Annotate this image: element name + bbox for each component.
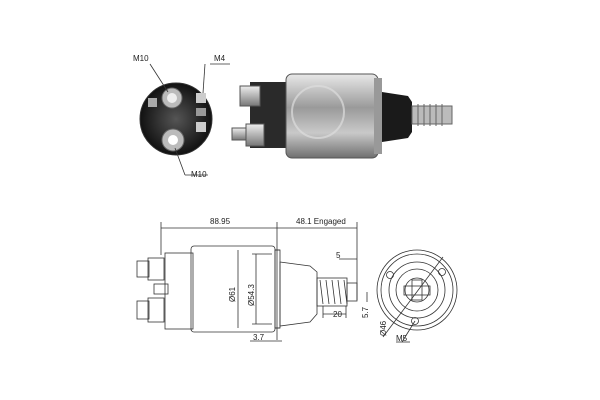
side-view-photo (231, 73, 453, 159)
dim-overall-length: 88.95 (210, 217, 231, 226)
dim-plunger-offset: 5.7 (361, 306, 370, 318)
dim-plunger-travel: 48.1 Engaged (296, 217, 346, 226)
end-view-drawing (376, 249, 458, 343)
dim-bolt-circle: Ø46 (379, 320, 388, 336)
end-view-photo (139, 63, 230, 176)
label-top-right-terminal: M4 (214, 54, 226, 63)
dim-mount-thread: M5 (396, 334, 408, 343)
side-view-drawing (136, 222, 368, 342)
dim-body-diameter: Ø61 (228, 286, 237, 302)
label-top-left-terminal: M10 (133, 54, 149, 63)
dim-spring-length: 20 (333, 310, 342, 319)
dim-plunger-tip: 5 (336, 251, 341, 260)
label-bottom-terminal: M10 (191, 170, 207, 179)
dim-inner-diameter: Ø54.3 (247, 284, 256, 306)
dim-flange-thickness: 3.7 (253, 333, 265, 342)
